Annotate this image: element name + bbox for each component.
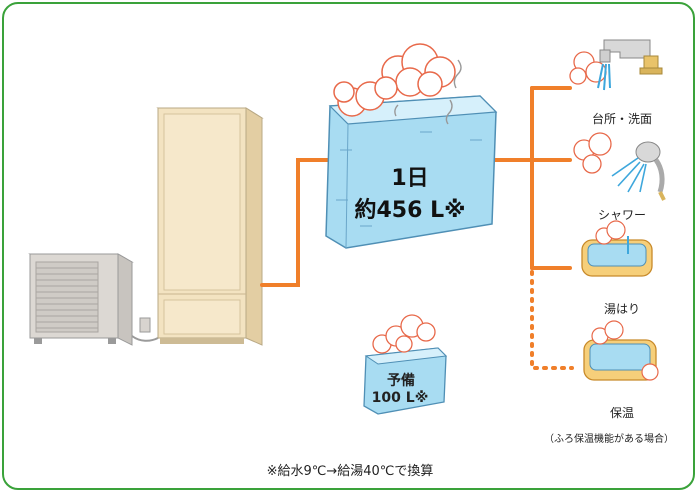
use-label-kitchen: 台所・洗面 bbox=[591, 112, 652, 126]
heat-pump-outdoor-unit bbox=[28, 253, 159, 346]
reserve-water-volume-tank bbox=[363, 347, 448, 415]
water-storage-tank-unit bbox=[156, 107, 264, 346]
faucet-illustration bbox=[569, 39, 663, 91]
conversion-footnote: ※給水9℃→給湯40℃で換算 bbox=[266, 464, 434, 479]
steam-wisps-main bbox=[394, 59, 462, 125]
dotted-pipe bbox=[530, 270, 574, 370]
main-tank-volume-label: 約456 L※ bbox=[354, 198, 466, 223]
bath-filling-illustration bbox=[581, 220, 653, 277]
reserve-tank-label: 予備 bbox=[387, 373, 415, 389]
steam-clouds-main bbox=[333, 43, 456, 117]
shower-illustration bbox=[573, 132, 666, 201]
steam-clouds-reserve bbox=[372, 314, 436, 354]
heat-keep-condition-note: （ふろ保温機能がある場合） bbox=[544, 434, 674, 445]
heat-keep-illustration bbox=[583, 320, 659, 381]
use-label-heat-keep: 保温 bbox=[609, 406, 634, 420]
main-tank-day-label: 1日 bbox=[391, 166, 429, 191]
reserve-tank-volume-label: 100 L※ bbox=[371, 390, 429, 406]
daily-water-volume-tank bbox=[325, 95, 498, 249]
pipes bbox=[260, 86, 572, 287]
use-label-bath-fill: 湯はり bbox=[603, 302, 640, 316]
use-label-shower: シャワー bbox=[597, 208, 646, 222]
